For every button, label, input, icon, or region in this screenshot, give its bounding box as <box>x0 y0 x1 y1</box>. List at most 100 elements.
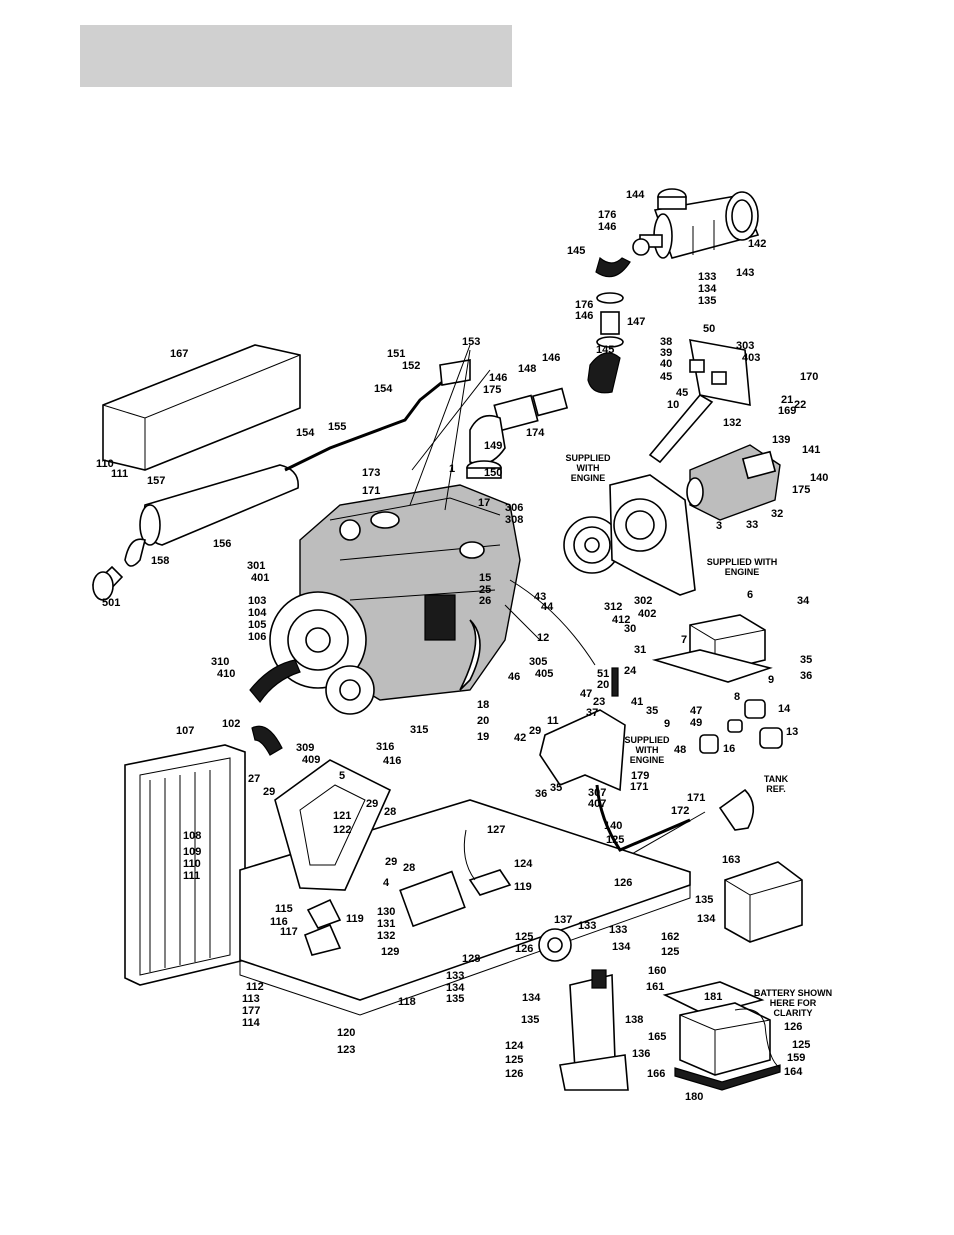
part-number-label: 29 <box>385 856 397 868</box>
part-number-label: 42 <box>514 732 526 744</box>
part-number-label: 410 <box>217 668 235 680</box>
part-number-label: 133 <box>578 920 596 932</box>
part-number-label: 129 <box>381 946 399 958</box>
part-number-label: 416 <box>383 755 401 767</box>
part-number-label: 155 <box>328 421 346 433</box>
diagram-note-line: SUPPLIED WITH <box>707 557 778 567</box>
diagram-note-line: WITH <box>636 745 659 755</box>
part-number-label: 4 <box>383 877 390 889</box>
part-number-label: 6 <box>747 589 753 601</box>
part-number-label: 308 <box>505 514 523 526</box>
part-number-label: 121 <box>333 810 351 822</box>
part-number-label: 35 <box>800 654 812 666</box>
part-number-label: 171 <box>630 781 648 793</box>
part-number-label: 146 <box>542 352 560 364</box>
battery-tray-160 <box>662 981 765 1016</box>
part-number-label: 20 <box>477 715 489 727</box>
part-number-label: 132 <box>377 930 395 942</box>
tank-ref <box>718 788 755 831</box>
part-number-label: 18 <box>477 699 489 711</box>
part-number-label: 173 <box>362 467 380 479</box>
part-number-label: 176 <box>598 209 616 221</box>
part-number-label: 119 <box>514 881 532 893</box>
diagram-note-line: ENGINE <box>571 473 606 483</box>
part-number-label: 409 <box>302 754 320 766</box>
part-number-label: 169 <box>778 405 796 417</box>
part-number-label: 41 <box>631 696 643 708</box>
part-number-label: 125 <box>661 946 679 958</box>
elbow-hose-145-lower <box>587 352 621 394</box>
part-number-label: 309 <box>296 742 314 754</box>
part-number-label: 501 <box>102 597 120 609</box>
part-number-label: 407 <box>588 798 606 810</box>
part-number-label: 180 <box>685 1091 703 1103</box>
part-number-label: 312 <box>604 601 622 613</box>
part-number-label: 162 <box>661 931 679 943</box>
part-number-label: 15 <box>479 572 491 584</box>
part-number-label: 175 <box>483 384 501 396</box>
part-number-label: 50 <box>703 323 715 335</box>
part-number-label: 27 <box>248 773 260 785</box>
relay-box-128 <box>399 870 466 928</box>
part-number-label: 149 <box>484 440 502 452</box>
fuel-filter-138 <box>559 969 629 1091</box>
part-number-label: 26 <box>479 595 491 607</box>
part-number-label: 36 <box>800 670 812 682</box>
part-number-label: 166 <box>647 1068 665 1080</box>
part-number-label: 165 <box>648 1031 666 1043</box>
part-number-label: 170 <box>800 371 818 383</box>
part-number-label: 146 <box>489 372 507 384</box>
senders <box>699 699 783 754</box>
diagram-note-line: ENGINE <box>725 567 760 577</box>
part-number-label: 126 <box>505 1068 523 1080</box>
part-number-label: 141 <box>802 444 820 456</box>
part-number-label: 138 <box>625 1014 643 1026</box>
part-number-label: 28 <box>384 806 396 818</box>
part-number-label: 123 <box>337 1044 355 1056</box>
part-number-label: 302 <box>634 595 652 607</box>
part-number-label: 154 <box>374 383 393 395</box>
elbow-hose-145-upper <box>595 256 631 278</box>
part-number-label: 103 <box>248 595 266 607</box>
part-number-label: 132 <box>723 417 741 429</box>
part-number-label: 32 <box>771 508 783 520</box>
part-number-label: 405 <box>535 668 553 680</box>
part-number-label: 39 <box>660 347 672 359</box>
part-number-label: 28 <box>403 862 415 874</box>
part-number-label: 161 <box>646 981 664 993</box>
part-number-label: 51 <box>597 668 609 680</box>
part-number-label: 25 <box>479 584 491 596</box>
part-number-label: 125 <box>515 931 533 943</box>
part-number-label: 109 <box>183 846 201 858</box>
part-number-label: 403 <box>742 352 760 364</box>
part-number-label: 151 <box>387 348 405 360</box>
part-number-label: 310 <box>211 656 229 668</box>
base-frame <box>239 759 691 1016</box>
diagram-note-line: REF. <box>766 784 786 794</box>
part-number-label: 134 <box>698 283 717 295</box>
part-number-label: 164 <box>784 1066 803 1078</box>
part-number-label: 171 <box>362 485 380 497</box>
part-number-label: 102 <box>222 718 240 730</box>
bell-housing <box>609 474 696 596</box>
part-number-label: 21 <box>781 394 793 406</box>
part-number-label: 140 <box>604 820 622 832</box>
part-number-label: 147 <box>627 316 645 328</box>
part-number-label: 306 <box>505 502 523 514</box>
part-number-label: 305 <box>529 656 547 668</box>
part-number-label: 22 <box>794 399 806 411</box>
part-number-label: 29 <box>366 798 378 810</box>
horn-137 <box>538 928 572 962</box>
diagram-note-line: TANK <box>764 774 789 784</box>
part-number-label: 35 <box>646 705 658 717</box>
part-number-label: 110 <box>183 858 201 870</box>
part-number-label: 120 <box>337 1027 355 1039</box>
part-number-label: 34 <box>797 595 810 607</box>
part-number-label: 127 <box>487 824 505 836</box>
part-number-label: 37 <box>586 707 598 719</box>
